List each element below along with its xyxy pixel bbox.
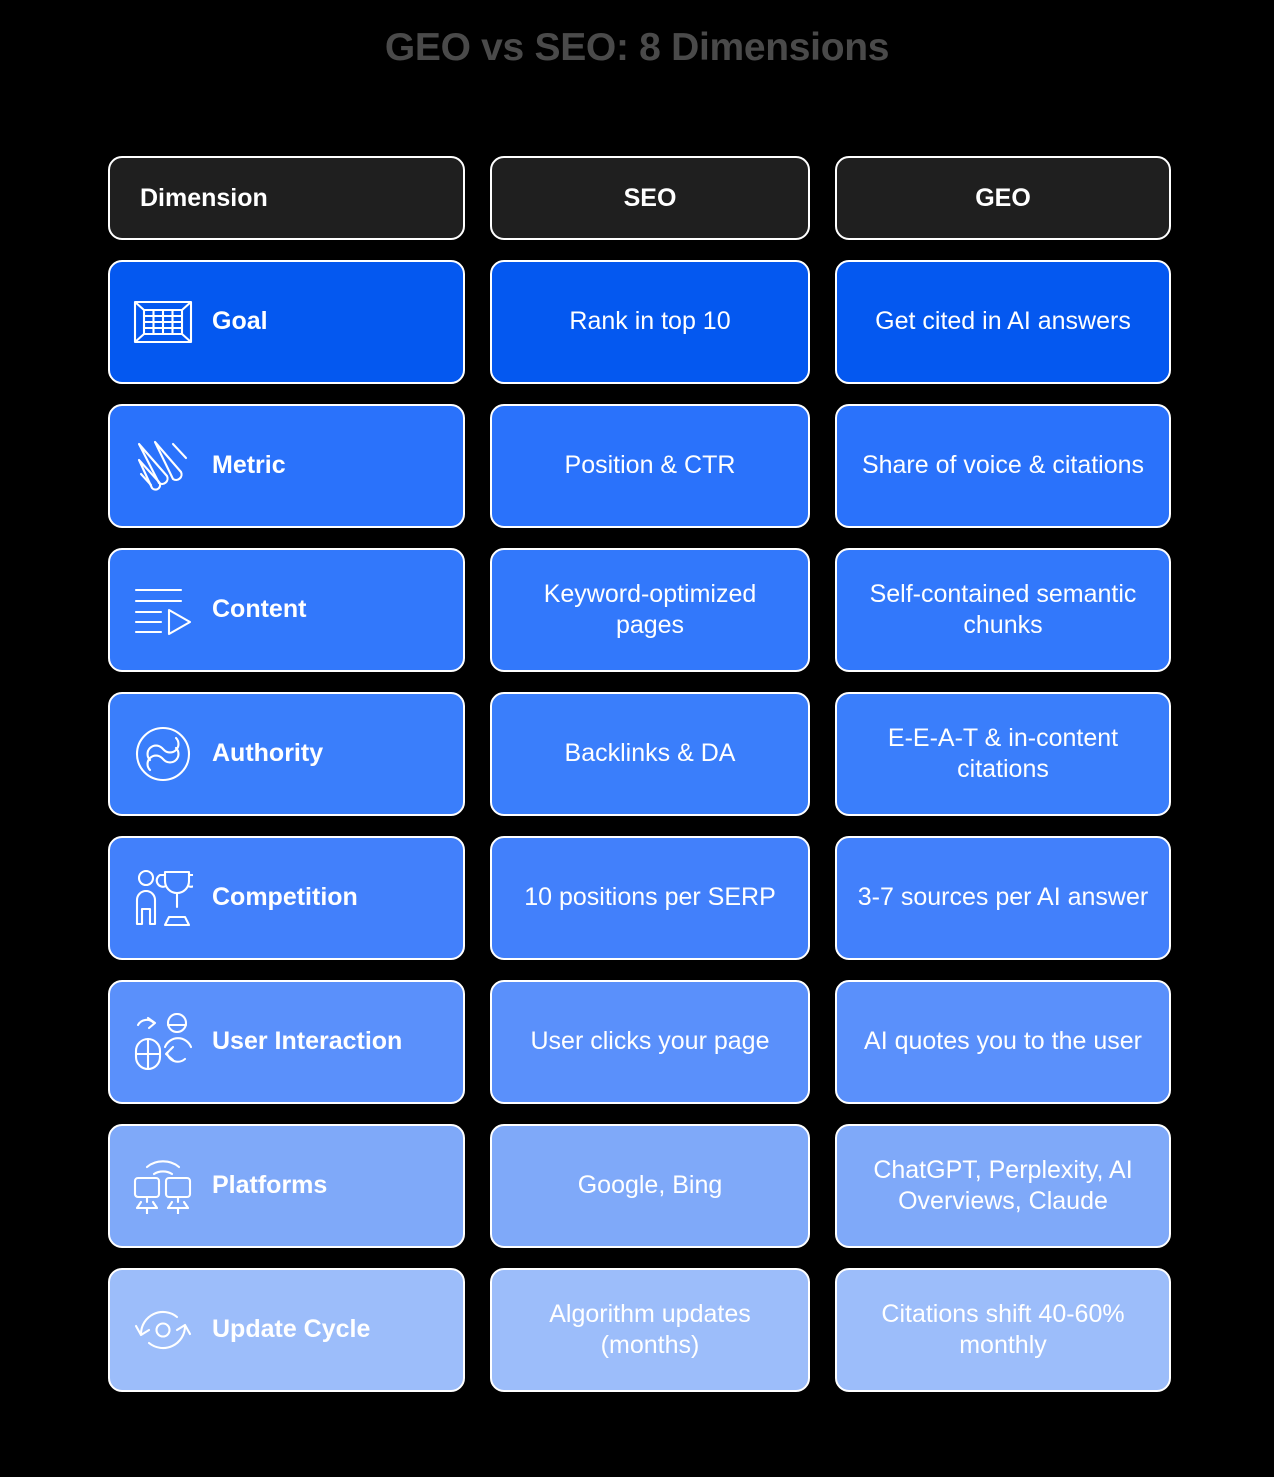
seo-cell-7-label: Algorithm updates (months) <box>549 1299 751 1359</box>
header-cell-seo: SEO <box>490 156 810 240</box>
seo-cell-5: User clicks your page <box>490 980 810 1104</box>
geo-cell-0-label: Get cited in AI answers <box>875 307 1131 336</box>
geo-cell-0: Get cited in AI answers <box>835 260 1171 384</box>
dimension-cell-5: User Interaction <box>108 980 465 1104</box>
dimension-cell-1: Metric <box>108 404 465 528</box>
dimension-cell-4: Competition <box>108 836 465 960</box>
authority-link-circle-icon <box>130 721 196 787</box>
comparison-table: Dimension SEO GEO Goal Rank in top 10 Get … <box>108 156 1171 1412</box>
seo-cell-6-label: Google, Bing <box>577 1171 723 1200</box>
header-cell-dimension: Dimension <box>108 156 465 240</box>
dimension-cell-6: Platforms <box>108 1124 465 1248</box>
seo-cell-3-label: Backlinks & DA <box>564 739 736 768</box>
seo-cell-4: 10 positions per SERP <box>490 836 810 960</box>
geo-cell-1: Share of voice & citations <box>835 404 1171 528</box>
seo-cell-1-label: Position & CTR <box>564 451 736 480</box>
header-label-geo: GEO <box>975 183 1031 212</box>
seo-cell-0: Rank in top 10 <box>490 260 810 384</box>
header-label-seo: SEO <box>623 183 677 212</box>
table-row: Goal Rank in top 10 Get cited in AI answer… <box>108 260 1171 384</box>
geo-cell-2-label: Self-contained semantic chunks <box>869 579 1137 639</box>
geo-cell-7: Citations shift 40-60% monthly <box>835 1268 1171 1392</box>
table-row: Metric Position & CTR Share of voice & cit… <box>108 404 1171 528</box>
dimension-cell-7-label: Update Cycle <box>212 1315 371 1344</box>
seo-cell-0-label: Rank in top 10 <box>569 307 731 336</box>
person-trophy-icon <box>130 865 196 931</box>
table-body: Goal Rank in top 10 Get cited in AI answer… <box>108 260 1171 1392</box>
geo-cell-4-label: 3-7 sources per AI answer <box>857 883 1149 912</box>
seo-cell-3: Backlinks & DA <box>490 692 810 816</box>
header-cell-geo: GEO <box>835 156 1171 240</box>
geo-cell-1-label: Share of voice & citations <box>861 451 1145 480</box>
dimension-cell-3: Authority <box>108 692 465 816</box>
header-label-dimension: Dimension <box>140 183 268 212</box>
dimension-cell-5-label: User Interaction <box>212 1027 403 1056</box>
dimension-cell-4-label: Competition <box>212 883 358 912</box>
dimension-cell-0: Goal <box>108 260 465 384</box>
content-lines-play-icon <box>130 577 196 643</box>
geo-cell-6: ChatGPT, Perplexity, AI Overviews, Claud… <box>835 1124 1171 1248</box>
seo-cell-2: Keyword-optimized pages <box>490 548 810 672</box>
table-row: Competition 10 positions per SERP 3-7 sour… <box>108 836 1171 960</box>
dimension-cell-2: Content <box>108 548 465 672</box>
geo-cell-4: 3-7 sources per AI answer <box>835 836 1171 960</box>
seo-cell-1: Position & CTR <box>490 404 810 528</box>
table-row: User Interaction User clicks your page AI … <box>108 980 1171 1104</box>
seo-cell-2-label: Keyword-optimized pages <box>543 579 757 639</box>
dimension-cell-3-label: Authority <box>212 739 324 768</box>
table-row: Content Keyword-optimized pages Self-conta… <box>108 548 1171 672</box>
dimension-cell-7: Update Cycle <box>108 1268 465 1392</box>
page-title: GEO vs SEO: 8 Dimensions <box>384 26 890 69</box>
seo-cell-7: Algorithm updates (months) <box>490 1268 810 1392</box>
dimension-cell-1-label: Metric <box>212 451 286 480</box>
table-header-row: Dimension SEO GEO <box>108 156 1171 240</box>
geo-cell-6-label: ChatGPT, Perplexity, AI Overviews, Claud… <box>873 1155 1133 1215</box>
geo-cell-5: AI quotes you to the user <box>835 980 1171 1104</box>
soccer-goal-icon <box>130 289 196 355</box>
dimension-cell-0-label: Goal <box>212 307 268 336</box>
seo-cell-4-label: 10 positions per SERP <box>524 883 776 912</box>
table-row: Platforms Google, Bing ChatGPT, Perplexity… <box>108 1124 1171 1248</box>
table-row: Update Cycle Algorithm updates (months) Ci… <box>108 1268 1171 1392</box>
mouse-person-arrows-icon <box>130 1009 196 1075</box>
meteor-streaks-icon <box>130 433 196 499</box>
dimension-cell-6-label: Platforms <box>212 1171 328 1200</box>
table-row: Authority Backlinks & DA E-E-A-T & in-cont… <box>108 692 1171 816</box>
geo-cell-3: E-E-A-T & in-content citations <box>835 692 1171 816</box>
two-monitors-wifi-icon <box>130 1153 196 1219</box>
geo-cell-5-label: AI quotes you to the user <box>864 1027 1142 1056</box>
seo-cell-6: Google, Bing <box>490 1124 810 1248</box>
refresh-cycle-icon <box>130 1297 196 1363</box>
geo-cell-7-label: Citations shift 40-60% monthly <box>881 1299 1125 1359</box>
dimension-cell-2-label: Content <box>212 595 307 624</box>
geo-cell-3-label: E-E-A-T & in-content citations <box>887 723 1119 783</box>
seo-cell-5-label: User clicks your page <box>530 1027 770 1056</box>
geo-cell-2: Self-contained semantic chunks <box>835 548 1171 672</box>
